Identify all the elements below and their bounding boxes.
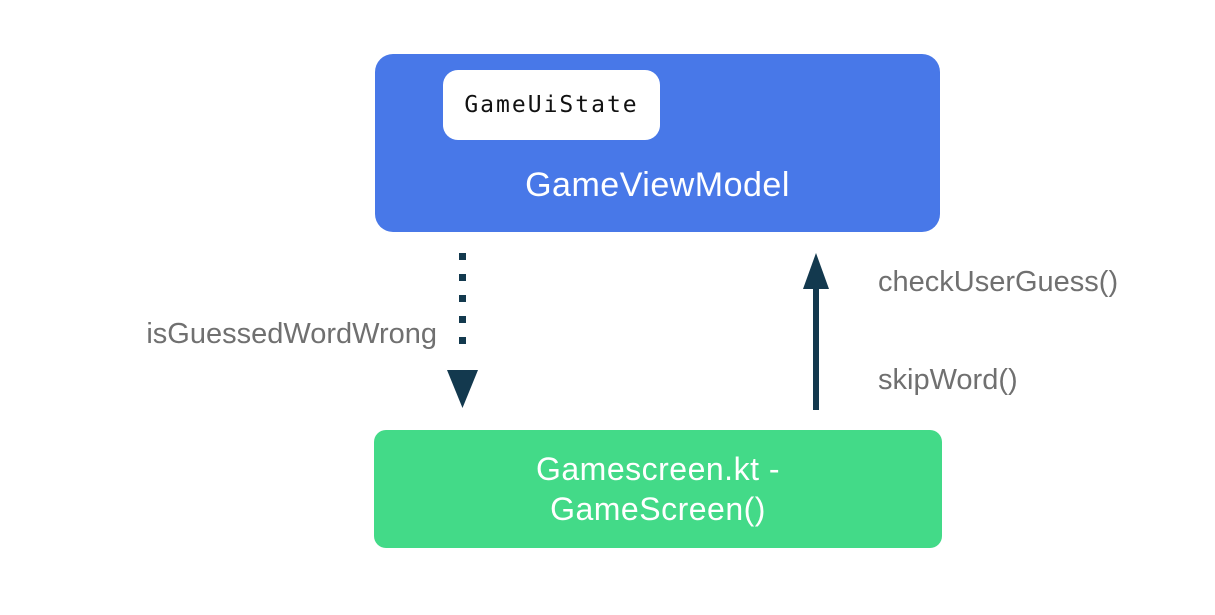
dotted-down-arrow [447, 253, 478, 408]
gamescreen-label-line2: GameScreen() [550, 491, 766, 527]
checkuserguess-label: checkUserGuess() [878, 266, 1119, 298]
gamescreen-label-line1: Gamescreen.kt - [535, 451, 780, 487]
isguessedwordwrong-label: isGuessedWordWrong [146, 318, 437, 350]
dotted-down-arrow-head [447, 370, 478, 408]
skipword-label: skipWord() [878, 364, 1018, 396]
gameuistate-badge: GameUiState [443, 70, 660, 140]
gameuistate-badge-label: GameUiState [464, 92, 639, 118]
gameviewmodel-label: GameViewModel [525, 166, 790, 204]
gamescreen-box: Gamescreen.kt - GameScreen() [374, 430, 942, 548]
solid-up-arrow [803, 253, 829, 410]
gameviewmodel-box: GameUiState GameViewModel [375, 54, 940, 232]
solid-up-arrow-head [803, 253, 829, 289]
